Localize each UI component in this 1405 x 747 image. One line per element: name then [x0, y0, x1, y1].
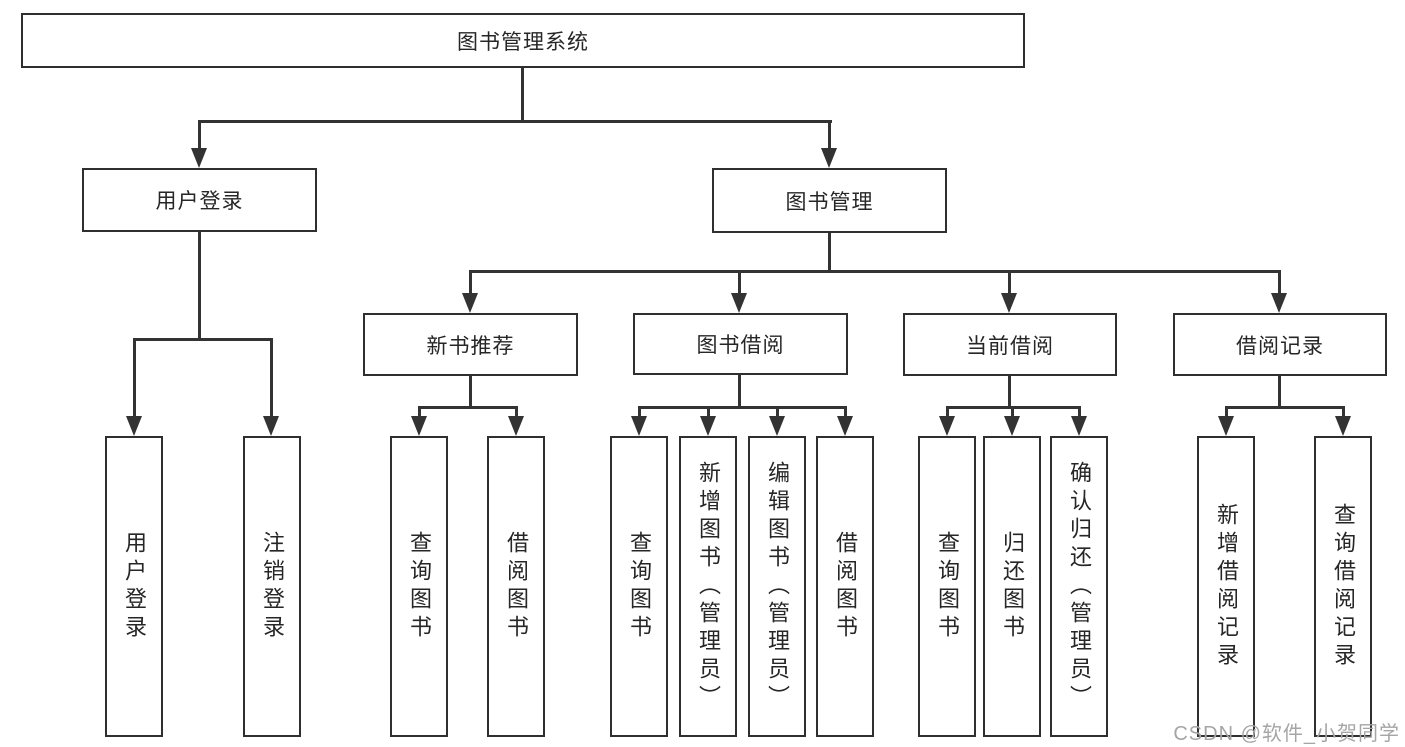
arrowhead-icon: [700, 416, 716, 436]
arrowhead-icon: [126, 416, 142, 436]
node-leaf-newbooks-borrow-label: 借阅图书: [504, 530, 529, 643]
connector-line: [828, 233, 831, 270]
node-branch-book-management: 图书管理: [712, 168, 947, 233]
node-leaf-query-borrow-record-label: 查询借阅记录: [1331, 502, 1356, 671]
node-section-borrow-records: 借阅记录: [1173, 313, 1387, 376]
node-leaf-return-book-label: 归还图书: [1000, 530, 1025, 643]
connector-line: [469, 376, 472, 406]
node-leaf-user-login-label: 用户登录: [122, 530, 147, 643]
arrowhead-icon: [821, 148, 837, 168]
node-leaf-borrow-query: 查询图书: [610, 436, 668, 737]
connector-line: [133, 338, 136, 416]
node-leaf-return-book: 归还图书: [983, 436, 1041, 737]
node-section-book-borrow-label: 图书借阅: [696, 334, 785, 357]
arrowhead-icon: [1218, 416, 1234, 436]
connector-line: [638, 406, 641, 416]
node-leaf-add-borrow-record: 新增借阅记录: [1197, 436, 1255, 737]
node-leaf-borrow-book-label: 借阅图书: [833, 530, 858, 643]
connector-line: [1011, 406, 1014, 416]
node-leaf-borrow-add-book-label: 新增图书（管理员）: [696, 460, 721, 713]
node-section-new-books-label: 新书推荐: [426, 334, 515, 358]
connector-line: [738, 270, 741, 293]
connector-line: [1342, 406, 1345, 416]
connector-line: [198, 120, 201, 148]
node-leaf-borrow-edit-book: 编辑图书（管理员）: [748, 436, 806, 737]
connector-line: [469, 270, 1281, 273]
connector-line: [198, 232, 201, 338]
connector-line: [707, 406, 710, 416]
node-branch-user-login: 用户登录: [82, 168, 317, 232]
connector-line: [1278, 376, 1281, 406]
connector-line: [1225, 406, 1345, 409]
connector-line: [946, 406, 949, 416]
node-leaf-user-login: 用户登录: [105, 436, 163, 737]
node-leaf-logout: 注销登录: [243, 436, 301, 737]
arrowhead-icon: [1071, 416, 1087, 436]
node-leaf-current-query-label: 查询图书: [935, 530, 960, 643]
node-section-borrow-records-label: 借阅记录: [1236, 334, 1324, 358]
connector-line: [469, 270, 472, 293]
connector-line: [776, 406, 779, 416]
node-section-book-borrow: 图书借阅: [633, 313, 848, 375]
node-section-current-borrow-label: 当前借阅: [966, 334, 1054, 358]
node-leaf-newbooks-query: 查询图书: [390, 436, 448, 737]
arrowhead-icon: [837, 416, 853, 436]
connector-line: [198, 120, 832, 123]
connector-line: [418, 406, 421, 416]
node-leaf-current-query: 查询图书: [918, 436, 976, 737]
connector-line: [738, 375, 741, 406]
node-leaf-newbooks-query-label: 查询图书: [407, 530, 432, 643]
connector-line: [515, 406, 518, 416]
connector-line: [844, 406, 847, 416]
node-leaf-query-borrow-record: 查询借阅记录: [1314, 436, 1372, 737]
node-section-current-borrow: 当前借阅: [903, 313, 1117, 376]
connector-line: [1008, 270, 1011, 293]
arrowhead-icon: [631, 416, 647, 436]
arrowhead-icon: [1335, 416, 1351, 436]
node-leaf-logout-label: 注销登录: [260, 530, 285, 643]
connector-line: [1278, 270, 1281, 293]
arrowhead-icon: [769, 416, 785, 436]
node-leaf-confirm-return-label: 确认归还（管理员）: [1067, 460, 1092, 713]
node-root-label: 图书管理系统: [457, 30, 589, 54]
connector-line: [418, 406, 518, 409]
connector-line: [638, 406, 847, 409]
connector-line: [1225, 406, 1228, 416]
arrowhead-icon: [411, 416, 427, 436]
connector-line: [1078, 406, 1081, 416]
csdn-watermark: CSDN @软件_小贺同学: [1173, 723, 1400, 745]
node-leaf-confirm-return: 确认归还（管理员）: [1050, 436, 1108, 737]
arrowhead-icon: [1001, 293, 1017, 313]
arrowhead-icon: [462, 293, 478, 313]
connector-line: [1008, 376, 1011, 406]
node-section-new-books: 新书推荐: [363, 313, 578, 376]
connector-line: [521, 68, 524, 120]
connector-line: [270, 338, 273, 416]
connector-line: [828, 120, 831, 148]
node-leaf-add-borrow-record-label: 新增借阅记录: [1214, 502, 1239, 671]
arrowhead-icon: [508, 416, 524, 436]
node-leaf-borrow-book: 借阅图书: [816, 436, 874, 737]
node-branch-user-login-label: 用户登录: [155, 190, 244, 213]
connector-line: [133, 338, 273, 341]
arrowhead-icon: [191, 148, 207, 168]
node-root: 图书管理系统: [21, 13, 1025, 68]
arrowhead-icon: [1004, 416, 1020, 436]
arrowhead-icon: [263, 416, 279, 436]
arrowhead-icon: [939, 416, 955, 436]
node-branch-book-management-label: 图书管理: [785, 190, 874, 214]
node-leaf-borrow-add-book: 新增图书（管理员）: [679, 436, 737, 737]
arrowhead-icon: [1271, 293, 1287, 313]
node-leaf-borrow-query-label: 查询图书: [627, 530, 652, 643]
node-leaf-newbooks-borrow: 借阅图书: [487, 436, 545, 737]
node-leaf-borrow-edit-book-label: 编辑图书（管理员）: [765, 460, 790, 713]
arrowhead-icon: [731, 293, 747, 313]
